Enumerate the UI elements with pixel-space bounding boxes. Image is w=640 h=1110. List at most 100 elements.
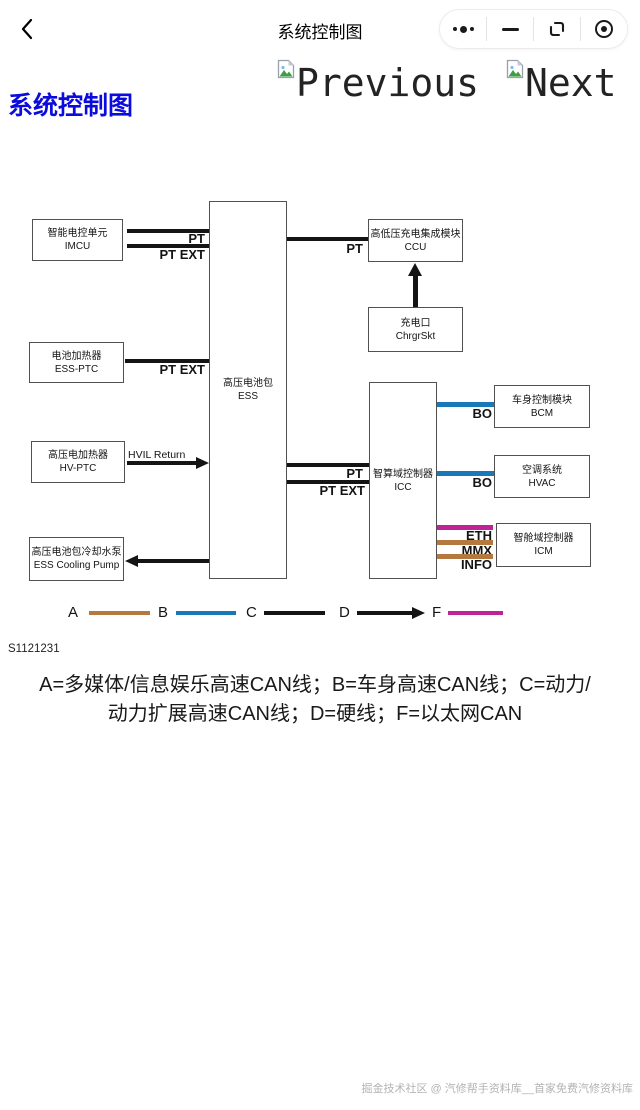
edge-label-eth: ETH (466, 528, 492, 543)
edge-label-pt-ext: PT EXT (159, 247, 205, 262)
document-heading: 系统控制图 (8, 92, 134, 120)
relaunch-button[interactable] (534, 10, 580, 48)
bus-line-pt-ext (125, 359, 209, 363)
hardwire-line-vertical (413, 275, 418, 307)
bus-line-pt (287, 237, 368, 241)
edge-label-bo: BO (472, 406, 493, 421)
navbar: 系统控制图 (0, 0, 640, 56)
edge-label-info: INFO (460, 557, 492, 572)
next-link[interactable]: Next (505, 58, 617, 108)
previous-link[interactable]: Previous (276, 58, 479, 108)
legend-key-a: A (68, 604, 79, 621)
broken-image-icon (506, 59, 524, 79)
arrowhead-right-icon (196, 457, 209, 469)
node-chrgrskt: 充电口 ChrgrSkt (368, 307, 463, 352)
node-label-zh: 空调系统 (522, 464, 562, 476)
caption-line-2: 动力扩展高速CAN线；D=硬线；F=以太网CAN (107, 703, 523, 725)
figure-code: S1121231 (8, 643, 60, 655)
bus-line-bo (437, 402, 494, 407)
node-label-zh: 电池加热器 (51, 350, 102, 362)
back-chevron-icon (21, 18, 33, 40)
legend-key-b: B (158, 604, 169, 621)
page-title: 系统控制图 (277, 23, 363, 42)
minimize-icon (501, 27, 519, 31)
legend-swatch-d (357, 611, 413, 615)
legend-key-f: F (432, 604, 442, 621)
capsule-divider (580, 17, 581, 41)
more-dots-icon (452, 25, 474, 33)
back-button[interactable] (14, 15, 42, 43)
node-label-zh: 智舱域控制器 (513, 533, 574, 544)
bus-line-bo (437, 471, 494, 476)
edge-label-pt-ext: PT EXT (319, 483, 365, 498)
node-label-zh: 高压电池包冷却水泵 (31, 547, 122, 558)
node-label-en: ICC (394, 481, 412, 493)
edge-label-bo: BO (472, 475, 493, 490)
node-label-en: HVAC (528, 477, 556, 489)
node-label-en: ESS Cooling Pump (33, 560, 120, 571)
node-ess-cooling-pump: 高压电池包冷却水泵 ESS Cooling Pump (29, 537, 124, 581)
bus-line-eth (437, 525, 493, 530)
node-label-zh: 高低压充电集成模块 (370, 228, 461, 240)
node-icc: 智算域控制器 ICC (369, 382, 437, 579)
legend-swatch-f (448, 611, 503, 615)
node-hv-ptc: 高压电加热器 HV-PTC (31, 441, 125, 483)
bus-line-info (437, 554, 493, 559)
arrowhead-up-icon (408, 263, 422, 276)
bus-line-mmx (437, 540, 493, 545)
hardwire-line (137, 559, 209, 563)
arrowhead-left-icon (125, 555, 138, 567)
more-button[interactable] (440, 10, 486, 48)
node-label-en: BCM (530, 407, 554, 419)
node-bcm: 车身控制模块 BCM (494, 385, 590, 428)
node-label-en: HV-PTC (59, 463, 97, 474)
legend-arrowhead-icon (412, 607, 425, 619)
node-label-zh: 车身控制模块 (512, 394, 572, 406)
previous-label: Previous (296, 61, 480, 105)
node-label-en: CCU (404, 241, 427, 253)
node-label-en: ESS (237, 391, 258, 402)
bus-line-pt (127, 229, 209, 233)
node-ccu: 高低压充电集成模块 CCU (368, 219, 463, 262)
node-icm: 智舱域控制器 ICM (496, 523, 591, 567)
legend-caption: A=多媒体/信息娱乐高速CAN线；B=车身高速CAN线；C=动力/ 动力扩展高速… (0, 671, 630, 729)
node-imcu: 智能电控单元 IMCU (32, 219, 123, 261)
node-label-en: ChrgrSkt (395, 330, 436, 342)
hardwire-line (127, 461, 197, 465)
edge-label-hvil-return: HVIL Return (128, 449, 186, 461)
edge-label-pt: PT (346, 466, 363, 481)
node-label-en: ICM (534, 546, 553, 557)
legend-key-d: D (339, 604, 350, 621)
node-label-zh: 高压电加热器 (48, 450, 108, 461)
exit-button[interactable] (581, 10, 627, 48)
target-circle-icon (595, 20, 613, 38)
node-label-zh: 智能电控单元 (47, 228, 108, 239)
node-label-zh: 充电口 (400, 317, 431, 329)
legend-swatch-b (176, 611, 236, 615)
node-ess-ptc: 电池加热器 ESS-PTC (29, 342, 124, 383)
edge-label-mmx: MMX (461, 543, 492, 558)
watermark-text: 掘金技术社区 @ 汽修帮手资料库__首家免费汽修资料库 (361, 1083, 633, 1095)
node-label-zh: 高压电池包 (223, 378, 273, 389)
node-hvac: 空调系统 HVAC (494, 455, 590, 498)
bus-line-pt-ext (287, 480, 369, 484)
capsule-divider (486, 17, 487, 41)
edge-label-pt: PT (188, 231, 205, 246)
miniapp-capsule (439, 9, 628, 49)
legend-key-c: C (246, 604, 257, 621)
bus-line-pt-ext (127, 244, 209, 248)
node-ess: 高压电池包 ESS (209, 201, 287, 579)
node-label-zh: 智算域控制器 (373, 468, 433, 480)
node-label-en: IMCU (64, 241, 91, 252)
edge-label-pt-ext: PT EXT (159, 362, 205, 377)
next-label: Next (525, 61, 617, 105)
caption-line-1: A=多媒体/信息娱乐高速CAN线；B=车身高速CAN线；C=动力/ (39, 674, 591, 696)
relaunch-icon (549, 21, 565, 37)
node-label-en: ESS-PTC (54, 363, 99, 375)
legend-swatch-a (89, 611, 150, 615)
bus-line-pt (287, 463, 369, 467)
legend-swatch-c (264, 611, 325, 615)
capsule-divider (533, 17, 534, 41)
minimize-button[interactable] (487, 10, 533, 48)
